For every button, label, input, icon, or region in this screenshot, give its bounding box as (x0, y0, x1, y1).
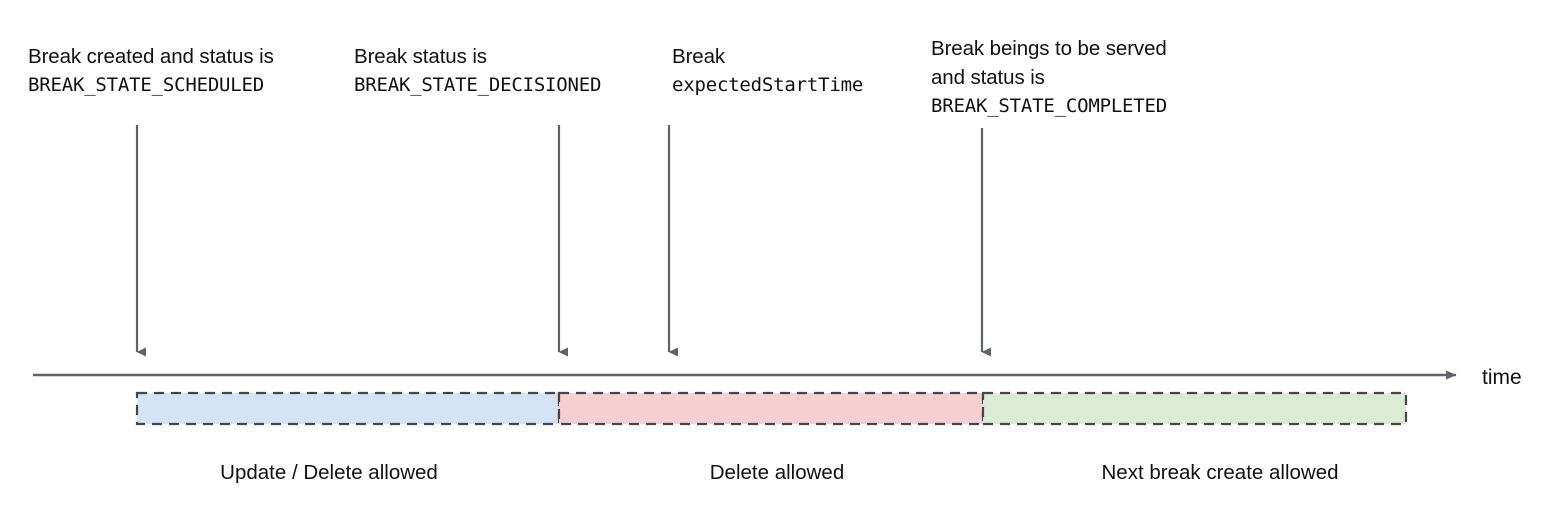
annotation-decisioned: Break status is BREAK_STATE_DECISIONED (354, 42, 601, 100)
phase-bar-delete-only (557, 391, 985, 426)
annotation-decisioned-line-2: BREAK_STATE_DECISIONED (354, 74, 602, 96)
phase-caption-delete-only: Delete allowed (709, 461, 845, 484)
annotation-completed-line-1: Break beings to be served (931, 37, 1167, 60)
time-axis-label: time (1482, 366, 1522, 389)
phase-caption-next-break-create: Next break create allowed (1101, 461, 1339, 484)
phase-bar-next-break-create (981, 391, 1408, 426)
phase-caption-update-delete: Update / Delete allowed (220, 461, 438, 484)
annotation-decisioned-line-1: Break status is (354, 45, 487, 68)
annotation-expected-start-time-line-2: expectedStartTime (672, 74, 864, 96)
annotation-completed-line-3: BREAK_STATE_COMPLETED (931, 95, 1168, 117)
annotation-scheduled: Break created and status is BREAK_STATE_… (28, 42, 274, 100)
annotation-scheduled-line-2: BREAK_STATE_SCHEDULED (28, 74, 265, 96)
phase-bar-update-delete (135, 391, 561, 426)
annotation-scheduled-line-1: Break created and status is (28, 45, 274, 68)
annotation-completed: Break beings to be served and status is … (931, 34, 1167, 121)
annotation-completed-line-2: and status is (931, 66, 1045, 89)
annotation-expected-start-time-line-1: Break (672, 45, 726, 68)
annotation-expected-start-time: Break expectedStartTime (672, 42, 863, 100)
